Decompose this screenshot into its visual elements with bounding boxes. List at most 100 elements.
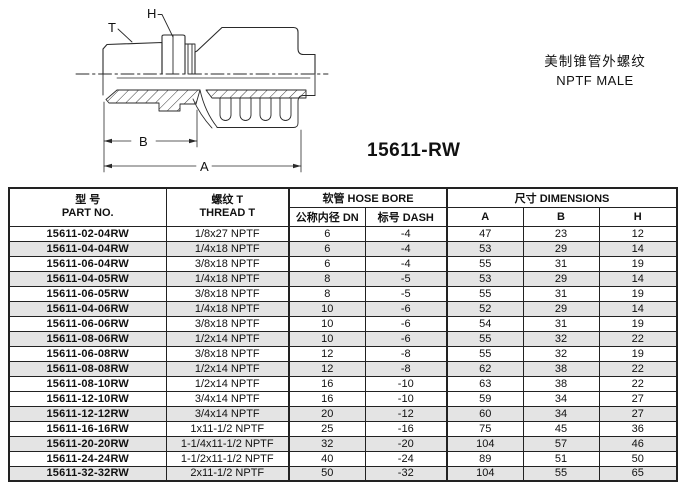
dn-cell: 40 <box>288 450 366 467</box>
dim-a-cell: 89 <box>446 450 524 467</box>
dash-cell: -12 <box>364 405 448 422</box>
dim-b-cell: 31 <box>522 285 600 302</box>
dn-cell: 8 <box>288 270 366 287</box>
col-group-dimensions: 尺寸 DIMENSIONS <box>446 187 678 208</box>
dash-cell: -6 <box>364 315 448 332</box>
dn-cell: 20 <box>288 405 366 422</box>
dim-a-cell: 55 <box>446 330 524 347</box>
dash-cell: -16 <box>364 420 448 437</box>
dim-a-cell: 47 <box>446 225 524 242</box>
col-header-part-no: 型 号 PART NO. <box>8 187 167 227</box>
dim-b-cell: 29 <box>522 240 600 257</box>
dim-b-cell: 34 <box>522 405 600 422</box>
dim-h-cell: 27 <box>598 390 678 407</box>
dim-b-cell: 29 <box>522 270 600 287</box>
thread-cell: 2x11-1/2 NPTF <box>165 465 290 482</box>
dim-b-cell: 51 <box>522 450 600 467</box>
col-header-b: B <box>522 206 600 227</box>
spec-table: 型 号 PART NO. 螺纹 T THREAD T 软管 HOSE BORE … <box>8 187 679 482</box>
part-no-cell: 15611-06-06RW <box>8 315 167 332</box>
dash-cell: -10 <box>364 375 448 392</box>
part-no-cell: 15611-32-32RW <box>8 465 167 482</box>
dim-h-cell: 36 <box>598 420 678 437</box>
part-no-cell: 15611-02-04RW <box>8 225 167 242</box>
header-row-groups: 型 号 PART NO. 螺纹 T THREAD T 软管 HOSE BORE … <box>8 187 678 227</box>
dn-cell: 6 <box>288 240 366 257</box>
dn-cell: 32 <box>288 435 366 452</box>
table-row: 15611-08-08RW 1/2x14 NPTF 12 -8 62 38 22 <box>8 360 678 377</box>
dash-cell: -4 <box>364 240 448 257</box>
part-no-cell: 15611-12-12RW <box>8 405 167 422</box>
dim-label-b: B <box>139 134 148 149</box>
dim-h-cell: 65 <box>598 465 678 482</box>
dn-cell: 6 <box>288 225 366 242</box>
part-no-cell: 15611-06-04RW <box>8 255 167 272</box>
dn-cell: 50 <box>288 465 366 482</box>
table-row: 15611-08-06RW 1/2x14 NPTF 10 -6 55 32 22 <box>8 330 678 347</box>
dim-label-a: A <box>200 159 209 174</box>
serration-rib <box>259 97 272 121</box>
h-leader-line <box>157 14 174 38</box>
dim-a-cell: 104 <box>446 465 524 482</box>
part-no-cell: 15611-16-16RW <box>8 420 167 437</box>
shell-section-hatch <box>205 89 307 99</box>
table-row: 15611-06-08RW 3/8x18 NPTF 12 -8 55 32 19 <box>8 345 678 362</box>
thread-cell: 1/2x14 NPTF <box>165 360 290 377</box>
dim-b-cell: 31 <box>522 255 600 272</box>
dim-h-cell: 19 <box>598 285 678 302</box>
title-block: 美制锥管外螺纹 NPTF MALE <box>505 52 685 90</box>
thread-cell: 1x11-1/2 NPTF <box>165 420 290 437</box>
dim-a-cell: 63 <box>446 375 524 392</box>
title-english: NPTF MALE <box>556 73 634 88</box>
col-header-thread: 螺纹 T THREAD T <box>165 187 290 227</box>
thread-cell: 3/4x14 NPTF <box>165 390 290 407</box>
serration-rib <box>279 97 292 121</box>
part-no-cell: 15611-06-08RW <box>8 345 167 362</box>
dim-b-cell: 34 <box>522 390 600 407</box>
thread-cell: 1/8x27 NPTF <box>165 225 290 242</box>
table-row: 15611-04-04RW 1/4x18 NPTF 6 -4 53 29 14 <box>8 240 678 257</box>
table-row: 15611-12-10RW 3/4x14 NPTF 16 -10 59 34 2… <box>8 390 678 407</box>
part-no-cell: 15611-24-24RW <box>8 450 167 467</box>
dim-a-cell: 59 <box>446 390 524 407</box>
dn-cell: 12 <box>288 360 366 377</box>
dim-label-h: H <box>147 6 156 21</box>
dash-cell: -24 <box>364 450 448 467</box>
dn-cell: 6 <box>288 255 366 272</box>
part-no-cell: 15611-04-05RW <box>8 270 167 287</box>
collar-rings <box>184 43 196 75</box>
dim-a-cell: 52 <box>446 300 524 317</box>
dash-cell: -32 <box>364 465 448 482</box>
thread-cell: 3/4x14 NPTF <box>165 405 290 422</box>
dim-h-cell: 27 <box>598 405 678 422</box>
dim-h-cell: 14 <box>598 300 678 317</box>
title-chinese: 美制锥管外螺纹 <box>544 54 646 69</box>
part-no-cell: 15611-04-04RW <box>8 240 167 257</box>
part-no-cell: 15611-06-05RW <box>8 285 167 302</box>
dim-a-cell: 55 <box>446 285 524 302</box>
serration-rib <box>239 97 252 121</box>
thread-cell: 1/4x18 NPTF <box>165 300 290 317</box>
dash-cell: -8 <box>364 360 448 377</box>
dash-cell: -4 <box>364 225 448 242</box>
shell-profile <box>194 26 316 75</box>
thread-cell: 1/2x14 NPTF <box>165 375 290 392</box>
dn-cell: 12 <box>288 345 366 362</box>
col-header-h: H <box>598 206 678 227</box>
table-row: 15611-16-16RW 1x11-1/2 NPTF 25 -16 75 45… <box>8 420 678 437</box>
hose-end-curve <box>192 89 218 129</box>
dash-cell: -5 <box>364 285 448 302</box>
t-leader-line <box>117 28 133 43</box>
thread-cell: 3/8x18 NPTF <box>165 285 290 302</box>
dim-h-cell: 22 <box>598 375 678 392</box>
dim-b-cell: 23 <box>522 225 600 242</box>
table-row: 15611-24-24RW 1-1/2x11-1/2 NPTF 40 -24 8… <box>8 450 678 467</box>
dim-b-cell: 38 <box>522 375 600 392</box>
dim-a-cell: 75 <box>446 420 524 437</box>
thread-cell: 3/8x18 NPTF <box>165 345 290 362</box>
table-row: 15611-06-05RW 3/8x18 NPTF 8 -5 55 31 19 <box>8 285 678 302</box>
table-row: 15611-32-32RW 2x11-1/2 NPTF 50 -32 104 5… <box>8 465 678 482</box>
dim-h-cell: 22 <box>598 330 678 347</box>
col-header-a: A <box>446 206 524 227</box>
dim-h-cell: 46 <box>598 435 678 452</box>
